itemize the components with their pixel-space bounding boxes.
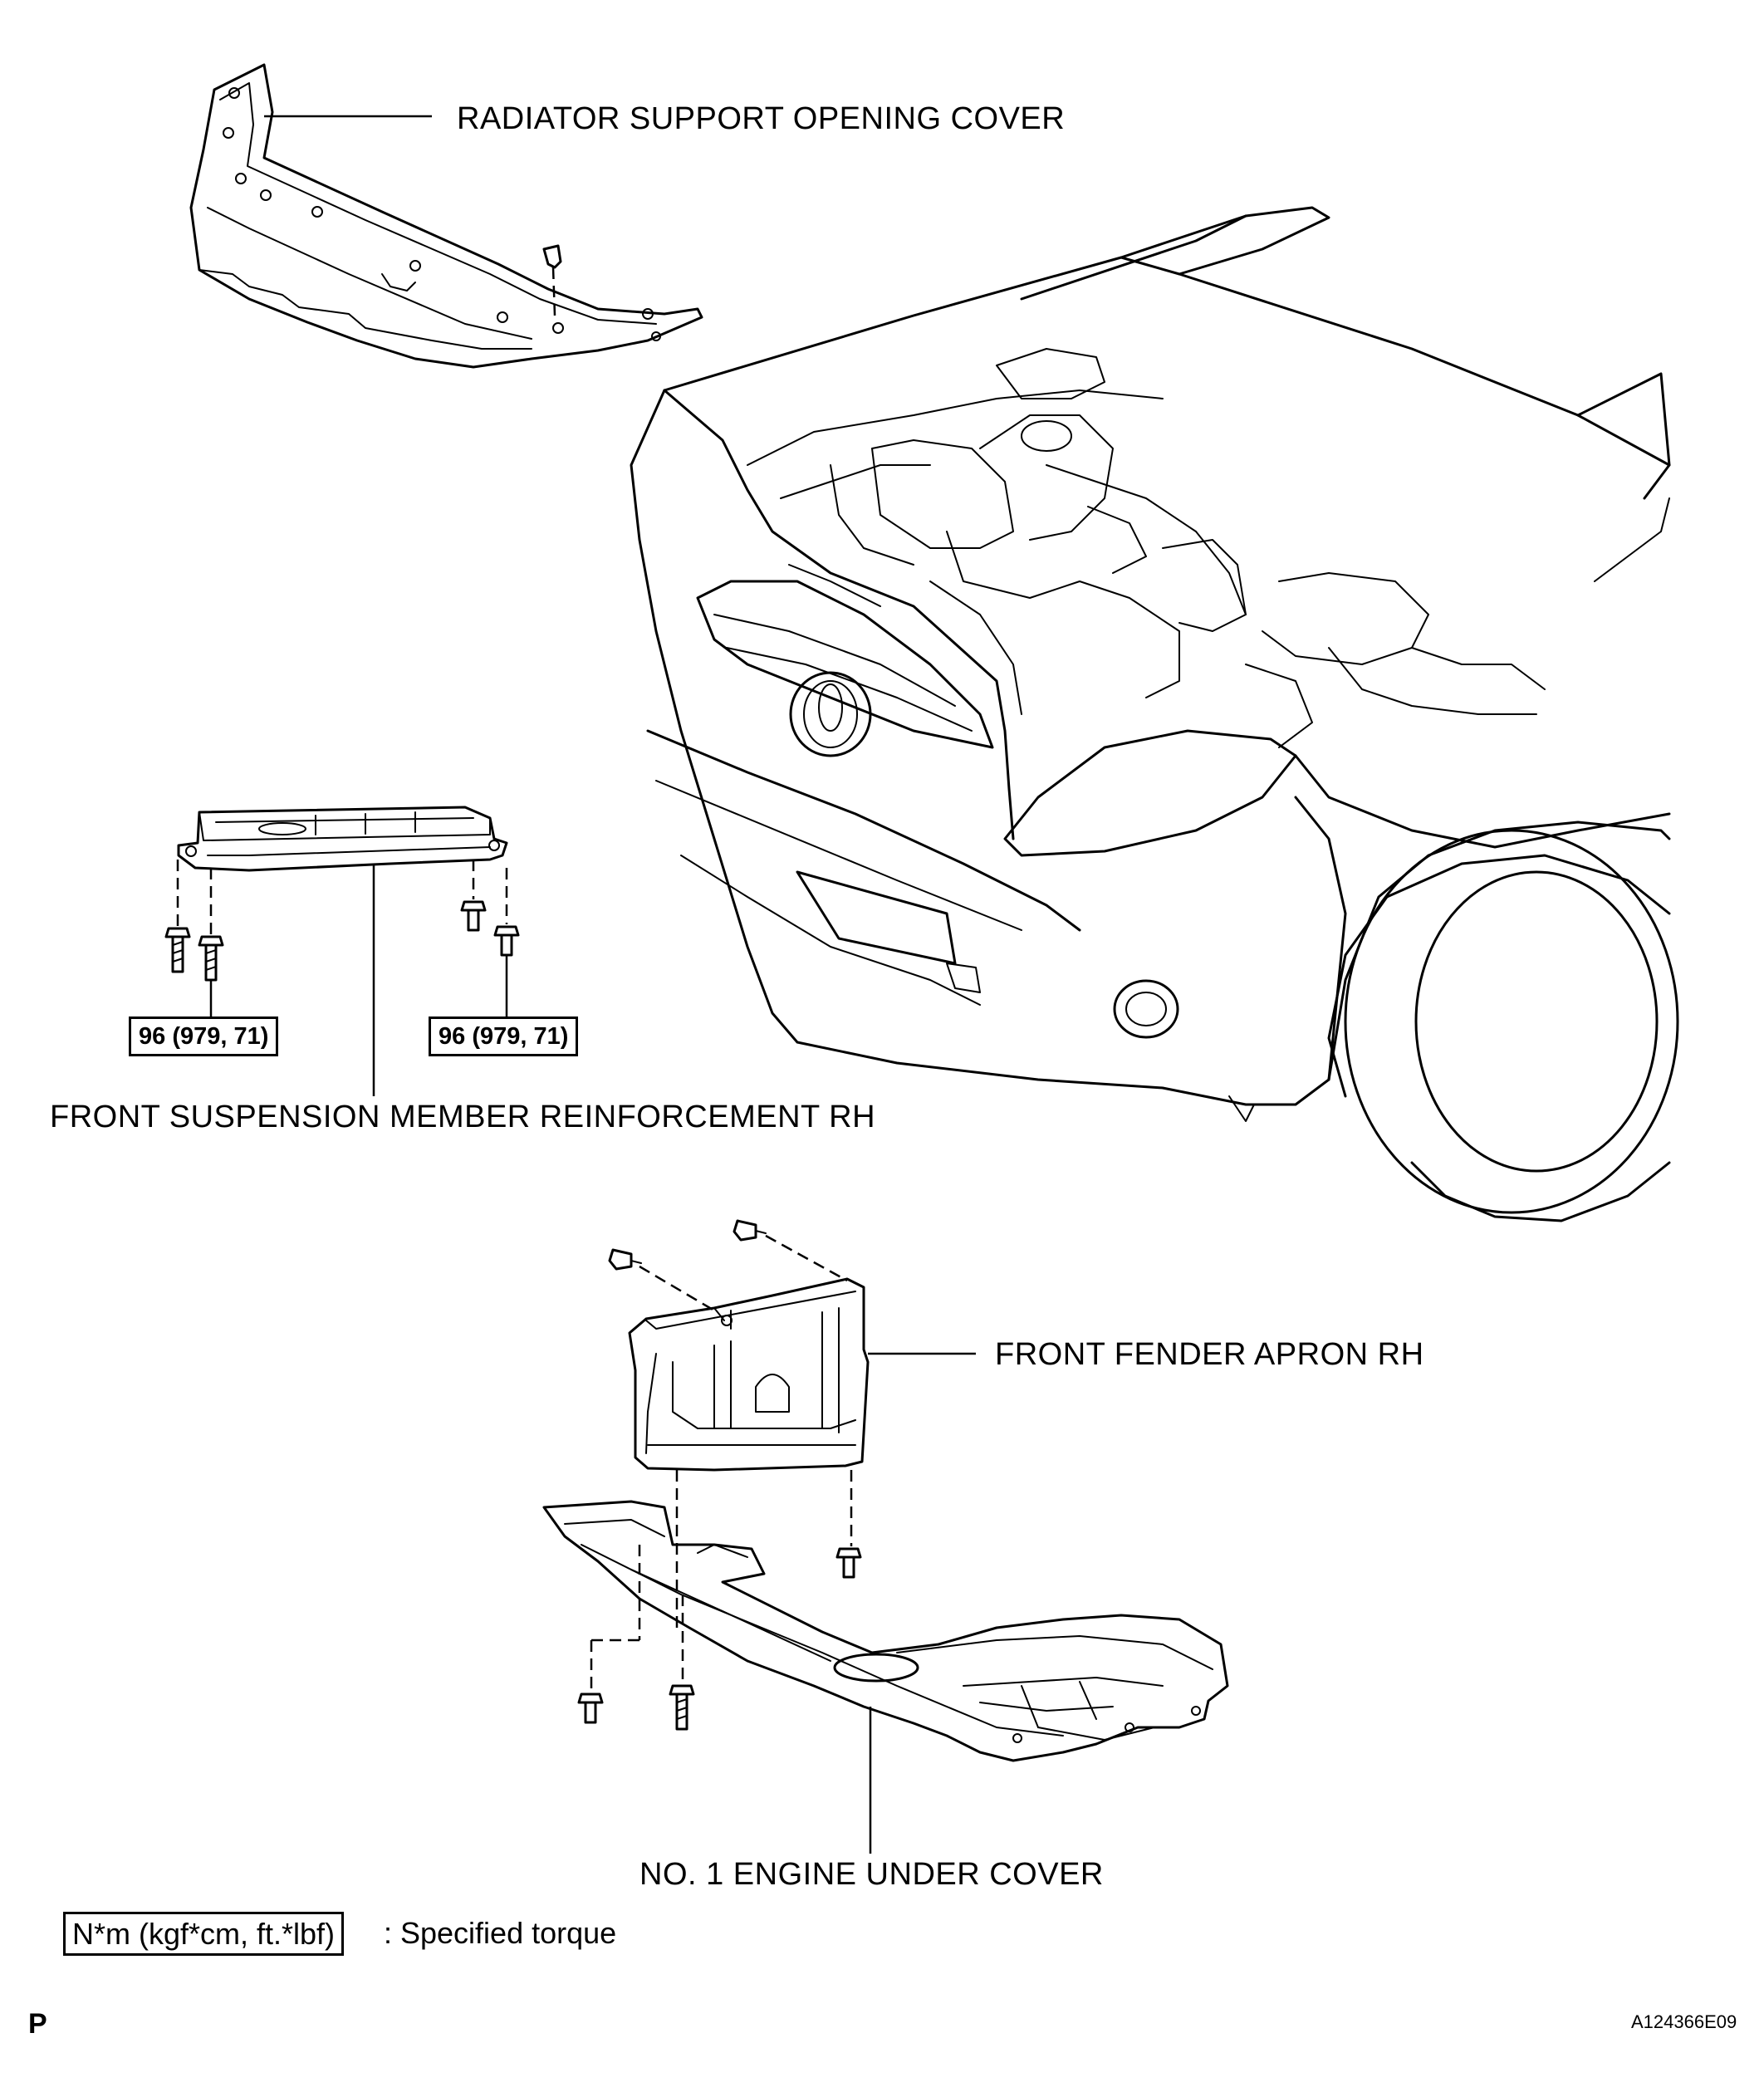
label-front-suspension-member-reinforcement-rh: FRONT SUSPENSION MEMBER REINFORCEMENT RH <box>50 1100 876 1134</box>
corner-letter: P <box>28 2008 47 2040</box>
torque-spec-left: 96 (979, 71) <box>129 1017 279 1056</box>
front-fender-apron-part <box>608 1219 870 1472</box>
label-no1-engine-under-cover: NO. 1 ENGINE UNDER COVER <box>639 1857 1104 1892</box>
label-radiator-support-opening-cover: RADIATOR SUPPORT OPENING COVER <box>457 101 1066 136</box>
legend-torque-unit-box: N*m (kgf*cm, ft.*lbf) <box>63 1912 345 1956</box>
suspension-reinforcement-part <box>164 806 520 982</box>
illustration-code: A124366E09 <box>1631 2011 1737 2032</box>
torque-spec-right: 96 (979, 71) <box>429 1017 579 1056</box>
legend-torque-description: : Specified torque <box>384 1916 617 1950</box>
engine-under-cover-part <box>542 1470 1229 1762</box>
label-front-fender-apron-rh: FRONT FENDER APRON RH <box>995 1337 1424 1372</box>
radiator-support-opening-cover-part <box>189 63 703 369</box>
vehicle-front-illustration <box>630 206 1679 1222</box>
